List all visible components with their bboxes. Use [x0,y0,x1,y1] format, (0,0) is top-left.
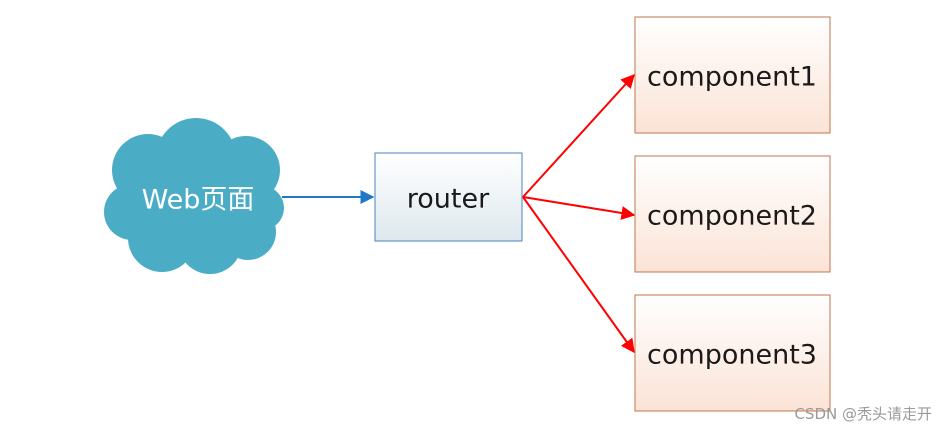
component2-box [634,155,831,273]
component2-label: component2 [647,201,817,232]
component1-label: component1 [647,62,817,93]
arrow-router-to-component3 [522,196,635,354]
component3-box [634,294,831,412]
component3-node: component3 [634,294,831,412]
component1-box [634,16,831,134]
component3-label: component3 [647,340,817,371]
router-node: router [374,152,523,242]
csdn-watermark: CSDN @秃头请走开 [794,405,932,423]
router-box [374,152,523,242]
web-page-label: Web页面 [142,185,255,216]
web-page-cloud: Web页面 [104,118,284,274]
router-label: router [407,184,490,215]
component2-node: component2 [634,155,831,273]
arrow-router-to-component2 [522,196,636,220]
component1-node: component1 [634,16,831,134]
arrow-router-to-component1 [522,73,635,198]
